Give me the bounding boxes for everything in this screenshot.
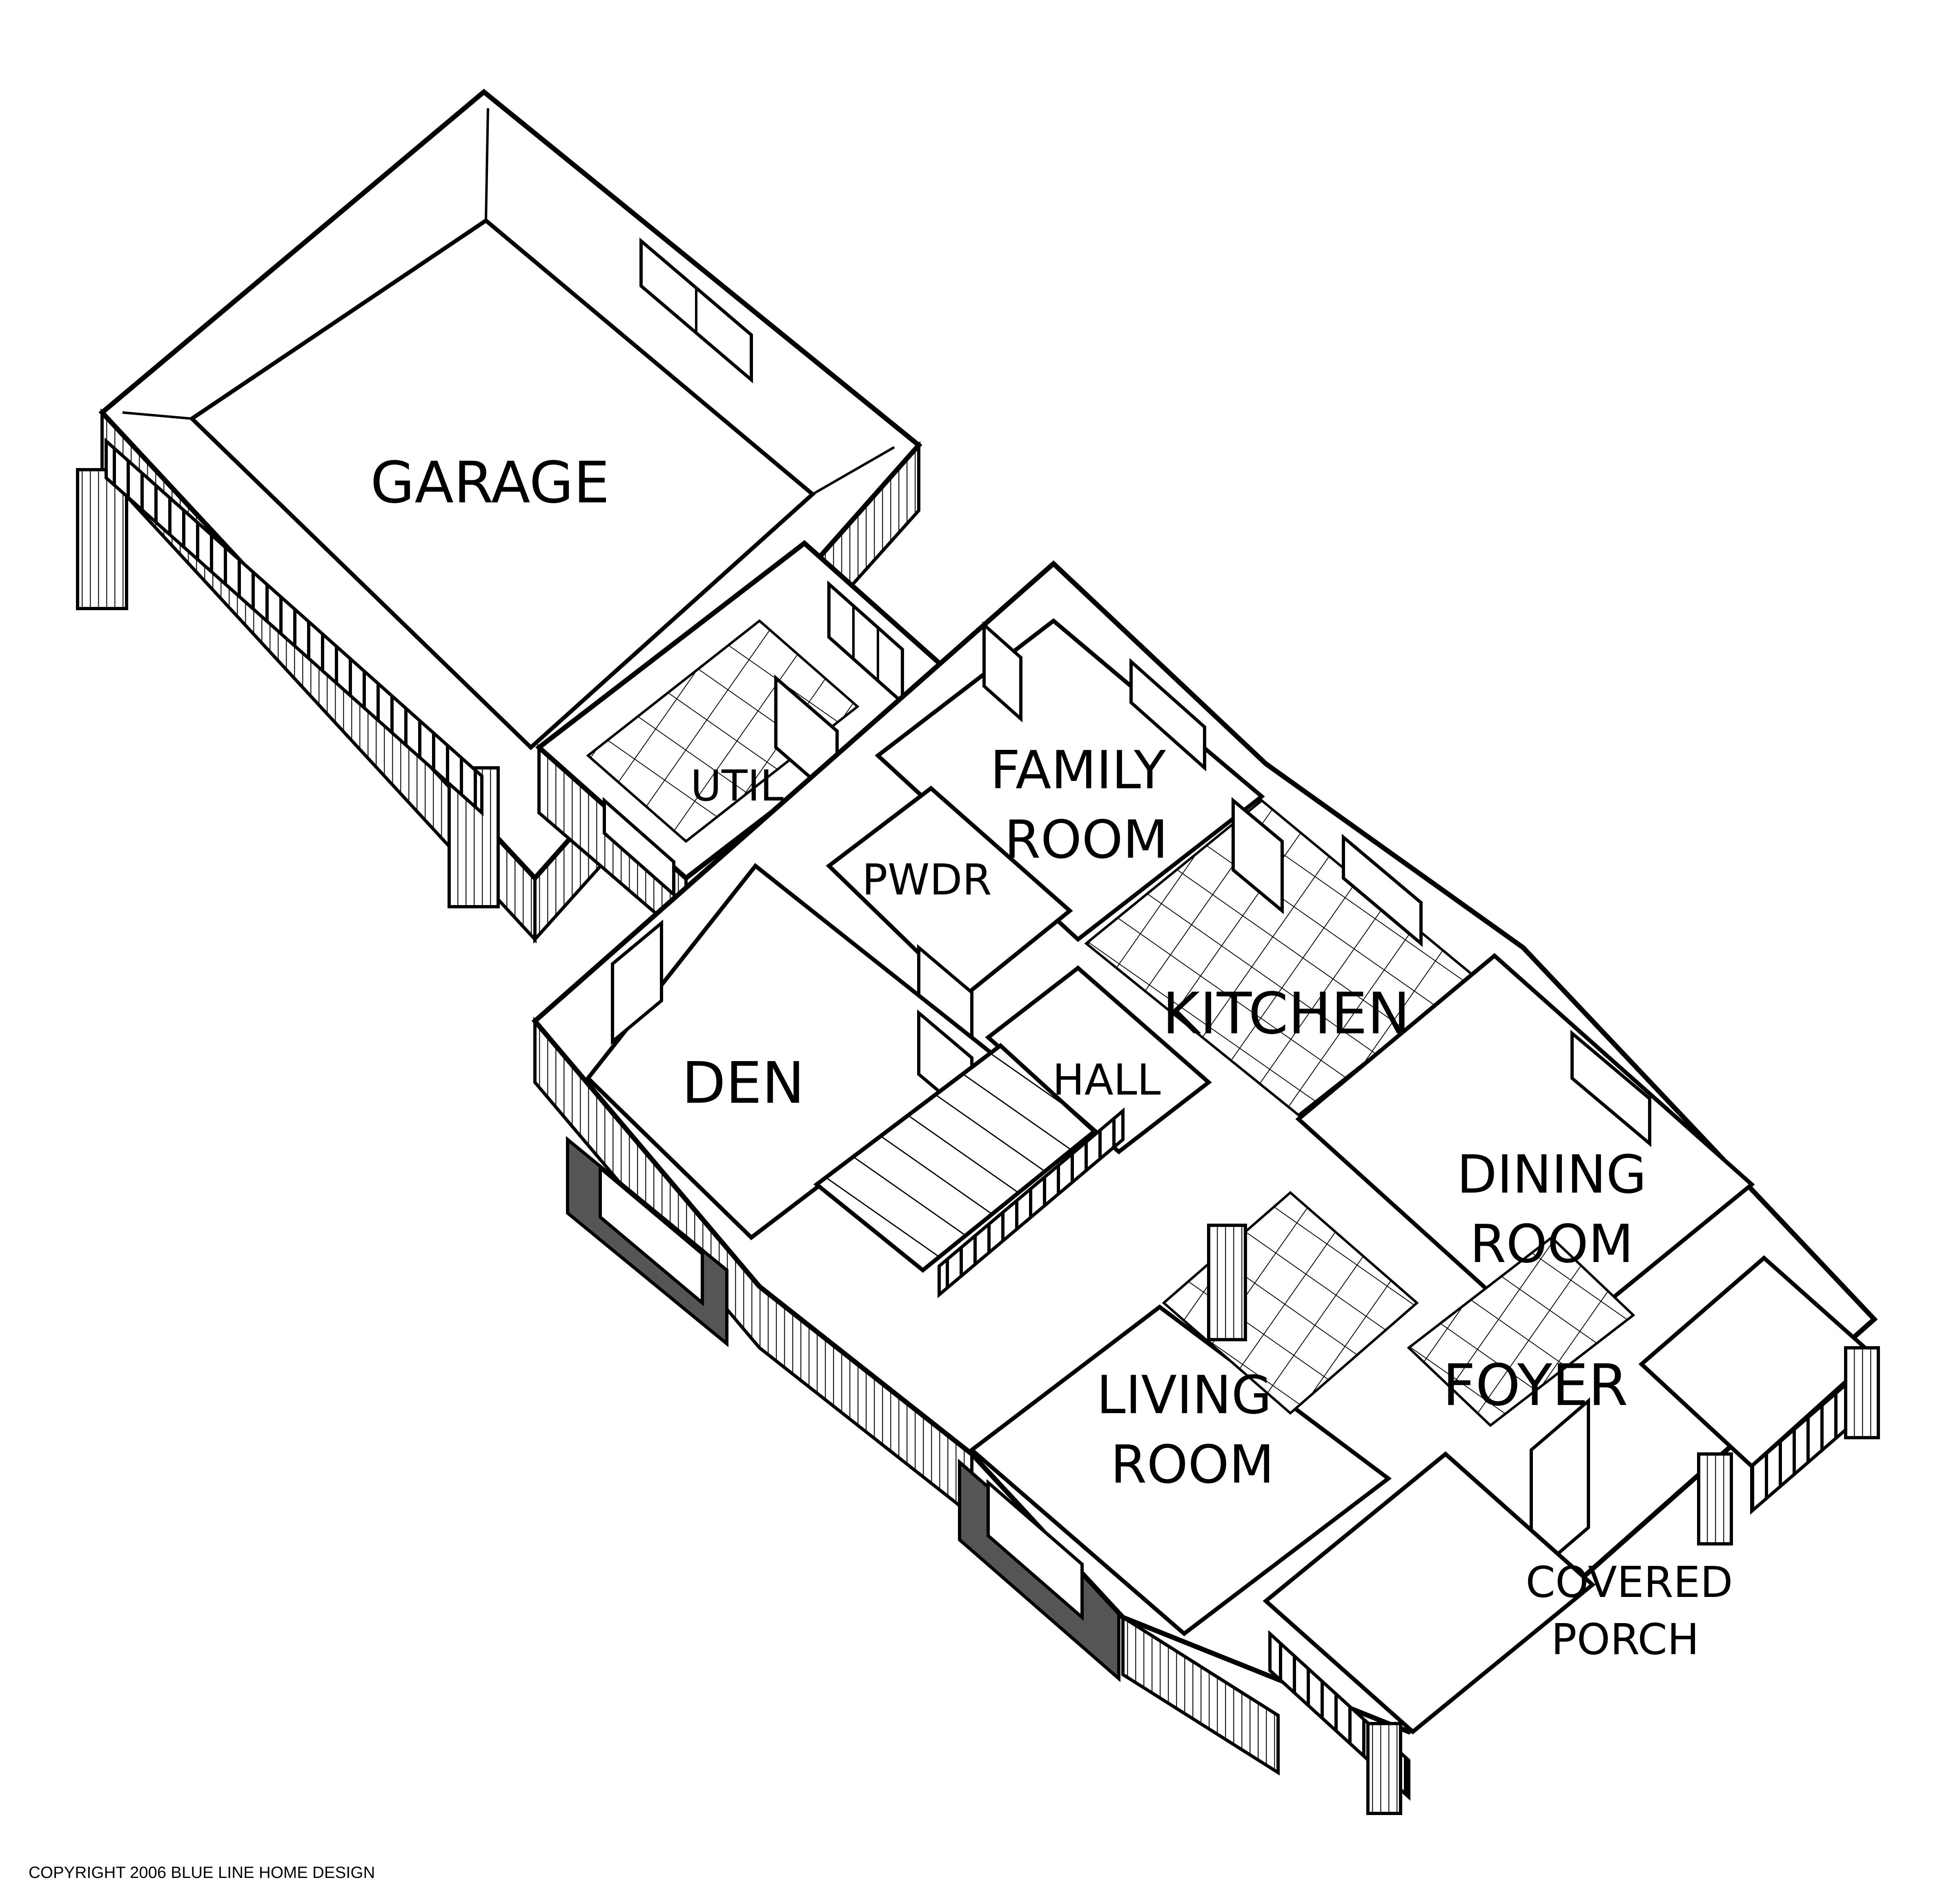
util-block [535,540,956,943]
label-family-line2: ROOM [1004,810,1168,870]
label-util: UTIL [690,761,784,811]
copyright-notice: COPYRIGHT 2006 BLUE LINE HOME DESIGN [29,1864,375,1882]
label-garage: GARAGE [370,450,610,516]
label-family-line1: FAMILY [990,740,1166,801]
foyer [1407,1236,1635,1580]
label-den: DEN [682,1050,805,1117]
kitchen [1084,797,1476,1117]
staircase [813,1043,1125,1298]
label-living-line2: ROOM [1111,1434,1274,1495]
label-foyer: FOYER [1443,1352,1628,1419]
living-room [969,1191,1419,1637]
label-porch-line2: PORCH [1551,1615,1699,1664]
label-pwdr: PWDR [862,855,992,905]
label-hall: HALL [1052,1055,1160,1105]
label-porch-line1: COVERED [1526,1557,1733,1607]
label-dining-line1: DINING [1457,1144,1647,1205]
label-living-line1: LIVING [1096,1365,1272,1426]
covered-porch [1263,1255,1880,1815]
label-dining-line2: ROOM [1470,1214,1634,1275]
label-kitchen: KITCHEN [1163,981,1410,1047]
dining-room [1295,953,1755,1351]
